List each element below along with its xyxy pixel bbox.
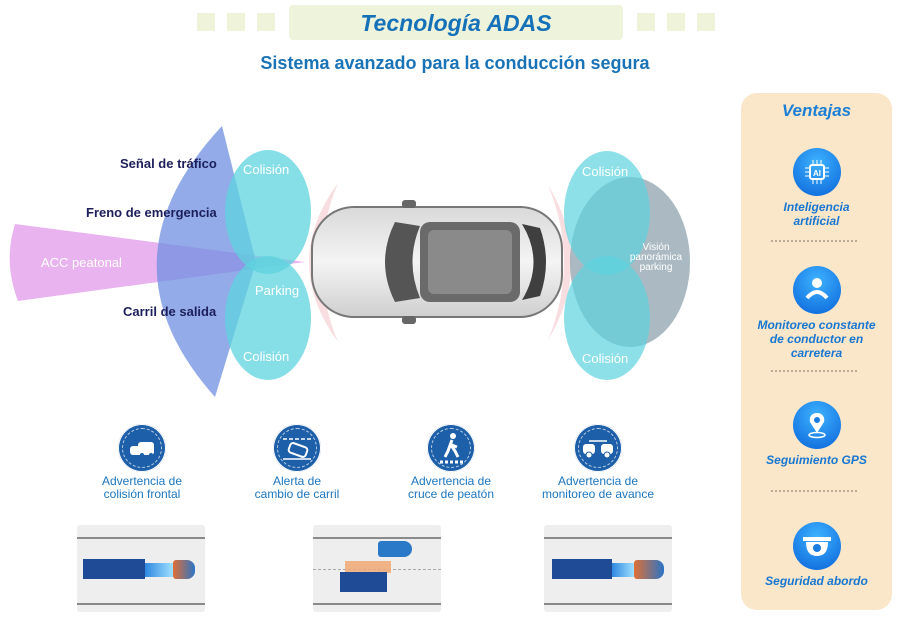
feature-label: Advertencia de (101, 474, 183, 488)
decor-square (197, 13, 215, 31)
advantages-title: Ventajas (781, 101, 852, 120)
front-sensor-crescent (309, 183, 338, 342)
lane-change-icon (273, 424, 321, 472)
page-title: Tecnología ADAS (289, 5, 623, 40)
driver-monitor-icon (792, 266, 841, 314)
gps-pin-icon (792, 401, 841, 449)
car (378, 541, 412, 557)
decor-square (257, 13, 275, 31)
panoramic-line: parking (639, 262, 673, 273)
feature-label: Advertencia de (410, 474, 492, 488)
lane-departure-label: Carril de salida (123, 304, 217, 319)
truck (340, 572, 387, 592)
advantage-label: Seguridad abordo (765, 574, 868, 588)
decor-square (637, 13, 655, 31)
decor-square (227, 13, 245, 31)
forward-monitoring-icon (574, 424, 622, 472)
divider (771, 240, 857, 242)
collision-label: Colisión (243, 349, 290, 364)
collision-zone-bottom-left (225, 256, 311, 380)
frontal-collision-icon (118, 424, 166, 472)
panoramic-line: panorámica (629, 252, 683, 263)
panoramic-parking-label: Visión panorámica parking (620, 243, 692, 273)
decor-square (697, 13, 715, 31)
panoramic-line: Visión (642, 242, 670, 253)
page-subtitle: Sistema avanzado para la conducción segu… (260, 53, 650, 73)
car-top-view (311, 200, 563, 324)
parking-label: Parking (255, 283, 300, 298)
advantage-driver-monitoring: Monitoreo constante de conductor en carr… (741, 266, 892, 360)
truck (83, 559, 145, 579)
feature-label: cruce de peatón (407, 487, 495, 501)
forward-monitoring-illustration (544, 525, 672, 612)
feature-label: Alerta de (272, 474, 322, 488)
traffic-sign-label: Señal de tráfico (120, 156, 217, 171)
feature-label: colisión frontal (103, 487, 181, 501)
collision-label: Colisión (582, 351, 629, 366)
divider (771, 370, 857, 372)
security-camera-icon (792, 522, 841, 570)
truck (552, 559, 612, 579)
advantage-label: Inteligencia artificial (783, 200, 850, 228)
collision-zone-bottom-right (564, 256, 650, 380)
ghost-truck (345, 561, 391, 573)
advantage-label: Monitoreo constante de conductor en carr… (757, 318, 876, 360)
collision-label: Colisión (243, 162, 290, 177)
divider (771, 490, 857, 492)
acc-pedestrian-label: ACC peatonal (41, 255, 122, 270)
adas-sensor-diagram (9, 126, 690, 397)
ai-chip-icon: AI (792, 148, 841, 196)
feature-label: monitoreo de avance (541, 487, 655, 501)
sensor-beam (145, 563, 173, 577)
collision-zone-top-right (564, 151, 650, 275)
frontal-collision-illustration (77, 525, 205, 612)
advantage-label: Seguimiento GPS (766, 453, 867, 467)
feature-label: cambio de carril (254, 487, 340, 501)
collision-zone-top-left (225, 150, 311, 274)
emergency-brake-label: Freno de emergencia (86, 205, 217, 220)
sensor-beam (612, 563, 634, 577)
feature-label: Advertencia de (557, 474, 639, 488)
advantage-gps: Seguimiento GPS (741, 401, 892, 467)
car (173, 560, 195, 579)
svg-text:AI: AI (813, 169, 821, 178)
decor-square (667, 13, 685, 31)
advantage-ai: AI Inteligencia artificial (741, 148, 892, 228)
car (634, 560, 664, 579)
pedestrian-crossing-icon (427, 424, 475, 472)
collision-label: Colisión (582, 164, 629, 179)
lane-change-illustration (313, 525, 441, 612)
advantage-onboard-security: Seguridad abordo (741, 522, 892, 588)
